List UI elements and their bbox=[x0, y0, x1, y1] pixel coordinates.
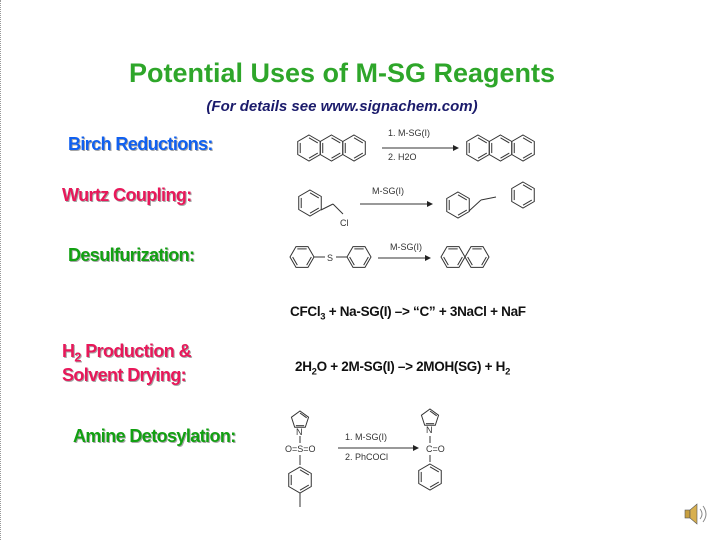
double-bond bbox=[299, 469, 310, 476]
eq-sub: 2 bbox=[311, 366, 317, 378]
double-bond bbox=[353, 137, 364, 144]
chlorine-atom: Cl bbox=[340, 218, 349, 228]
benzene-ring bbox=[464, 246, 490, 268]
eq-part: O + 2M-SG(I) –> 2MOH(SG) + H bbox=[316, 359, 506, 374]
double-bond bbox=[457, 256, 463, 266]
double-bond bbox=[429, 410, 437, 417]
double-bond bbox=[309, 192, 320, 199]
double-bond bbox=[349, 256, 355, 266]
wurtz-reagent: M-SG(I) bbox=[372, 186, 404, 196]
pyrrole-ring bbox=[290, 410, 310, 428]
double-bond bbox=[477, 137, 488, 144]
double-bond bbox=[457, 209, 468, 216]
double-bond bbox=[522, 152, 533, 159]
double-bond bbox=[443, 256, 449, 266]
double-bond bbox=[500, 152, 510, 159]
nitrogen-atom: N bbox=[296, 427, 303, 437]
benzene-ring bbox=[418, 463, 442, 491]
double-bond bbox=[299, 412, 307, 419]
double-bond bbox=[522, 199, 533, 206]
pyrrole-ring bbox=[420, 408, 440, 426]
desulf-label: Desulfurization: bbox=[68, 245, 195, 265]
double-bond bbox=[481, 256, 487, 266]
h2-label-text: Production & bbox=[80, 341, 192, 361]
eq-sub: 3 bbox=[320, 311, 326, 323]
benzene-ring bbox=[346, 246, 372, 268]
h2-subscript: 2 bbox=[74, 350, 81, 365]
double-bond bbox=[429, 481, 440, 488]
water-equation: 2H2O + 2M-SG(I) –> 2MOH(SG) + H2 bbox=[295, 359, 510, 378]
slide-edge bbox=[0, 0, 1, 540]
birch-step1: 1. M-SG(I) bbox=[388, 128, 430, 138]
double-bond bbox=[522, 184, 533, 191]
sulfur-atom: S bbox=[327, 253, 333, 263]
sulfonyl-group: O=S=O bbox=[285, 444, 316, 454]
double-bond bbox=[500, 137, 510, 144]
benzene-ring bbox=[511, 181, 535, 209]
nitrogen-atom: N bbox=[426, 425, 433, 435]
double-bond bbox=[292, 256, 298, 266]
eq-part: + Na-SG(I) –> “C” + 3NaCl + NaF bbox=[325, 304, 526, 319]
double-bond bbox=[477, 152, 488, 159]
eq-part: 2H bbox=[295, 359, 312, 374]
cfcl3-equation: CFCl3 + Na-SG(I) –> “C” + 3NaCl + NaF bbox=[290, 304, 526, 323]
speaker-icon[interactable] bbox=[684, 503, 707, 525]
benzene-ring bbox=[298, 189, 322, 217]
double-bond bbox=[331, 137, 341, 144]
h2-symbol: H bbox=[62, 341, 75, 361]
bond bbox=[320, 203, 334, 211]
double-bond bbox=[457, 194, 468, 201]
amine-label: Amine Detosylation: bbox=[73, 426, 236, 446]
double-bond bbox=[353, 152, 364, 159]
double-bond bbox=[467, 256, 473, 266]
double-bond bbox=[429, 466, 440, 473]
double-bond bbox=[308, 137, 319, 144]
h2-label-line2: Solvent Drying: bbox=[62, 365, 187, 385]
benzene-ring bbox=[511, 134, 535, 162]
wurtz-label: Wurtz Coupling: bbox=[62, 185, 192, 205]
eq-sub: 2 bbox=[505, 366, 511, 378]
double-bond bbox=[363, 256, 369, 266]
benzene-ring bbox=[342, 134, 366, 162]
carbonyl-group: C=O bbox=[426, 444, 445, 454]
double-bond bbox=[331, 152, 341, 159]
desulf-reagent: M-SG(I) bbox=[390, 242, 422, 252]
double-bond bbox=[306, 256, 312, 266]
benzene-ring bbox=[446, 191, 470, 219]
benzene-ring bbox=[289, 246, 315, 268]
bond bbox=[480, 196, 497, 201]
birch-step2: 2. H2O bbox=[388, 152, 417, 162]
bond bbox=[332, 203, 344, 215]
benzene-ring bbox=[440, 246, 466, 268]
double-bond bbox=[309, 207, 320, 214]
amine-step2: 2. PhCOCl bbox=[345, 452, 388, 462]
slide-subtitle: (For details see www.signachem.com) bbox=[206, 98, 478, 115]
eq-part: CFCl bbox=[290, 304, 321, 319]
birch-label: Birch Reductions: bbox=[68, 134, 213, 154]
slide-title: Potential Uses of M-SG Reagents bbox=[128, 58, 556, 88]
double-bond bbox=[522, 137, 533, 144]
amine-step1: 1. M-SG(I) bbox=[345, 432, 387, 442]
double-bond bbox=[299, 484, 310, 491]
bond bbox=[468, 199, 482, 212]
h2-label-line1: H2 Production & bbox=[62, 341, 192, 365]
double-bond bbox=[308, 152, 319, 159]
